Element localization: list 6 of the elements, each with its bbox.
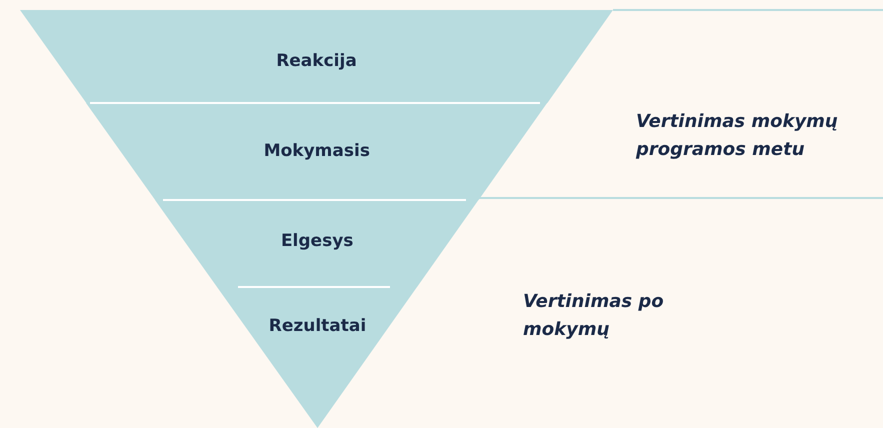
band-label: Elgesys — [280, 231, 354, 251]
band-label: Mokymasis — [264, 141, 370, 161]
band-label: Reakcija — [276, 51, 357, 71]
side-note: Vertinimas po mokymų — [523, 290, 665, 342]
band-label: Rezultatai — [268, 316, 366, 336]
side-note: Vertinimas mokymų programos metu — [636, 110, 839, 162]
